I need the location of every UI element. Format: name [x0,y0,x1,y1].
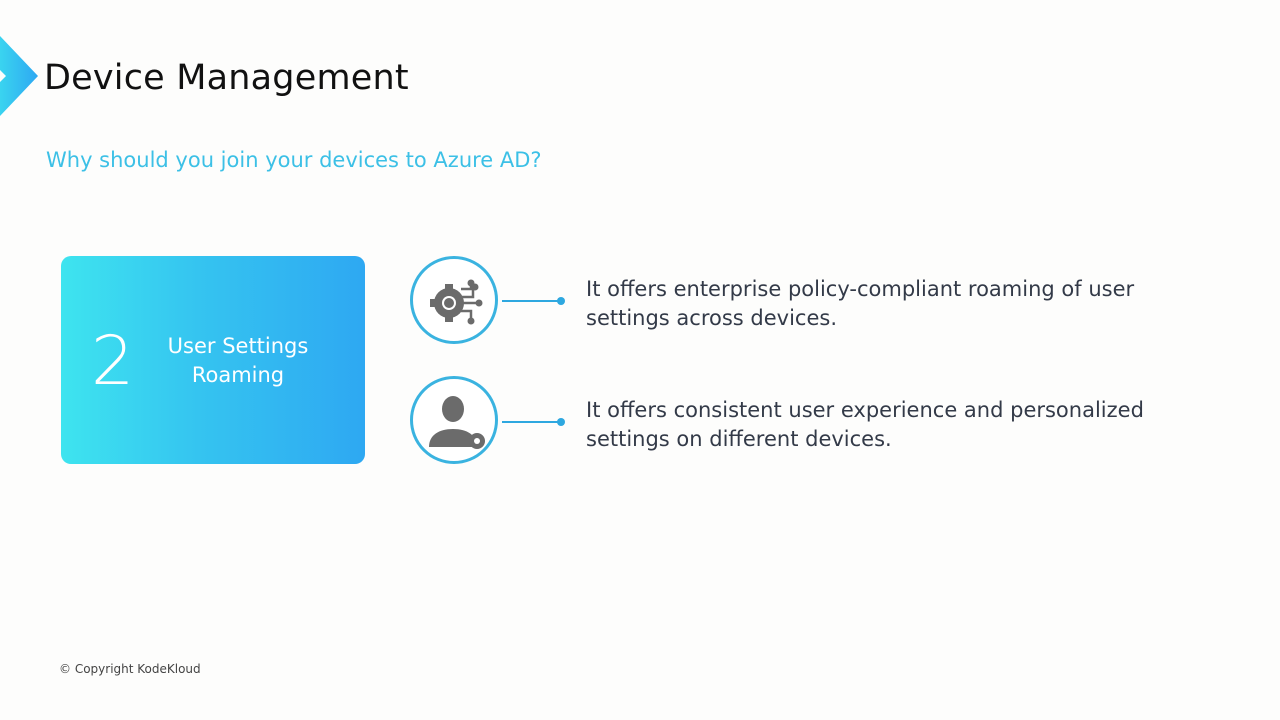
topic-card: 2 User Settings Roaming [61,256,365,464]
gear-circuit-icon [410,256,498,344]
point-text: It offers consistent user experience and… [586,398,1144,451]
user-settings-icon [410,376,498,464]
connector-dot [557,418,565,426]
topic-label: User Settings Roaming [167,334,309,387]
connector-line [502,421,560,423]
page-title: Device Management [44,58,409,98]
connector-dot [557,297,565,305]
copyright: © Copyright KodeKloud [59,662,201,676]
topic-number: 2 [91,322,135,401]
point-text: It offers enterprise policy-compliant ro… [586,277,1135,330]
chevron-logo-icon [0,36,38,116]
connector-line [502,300,560,302]
subtitle: Why should you join your devices to Azur… [46,148,542,172]
